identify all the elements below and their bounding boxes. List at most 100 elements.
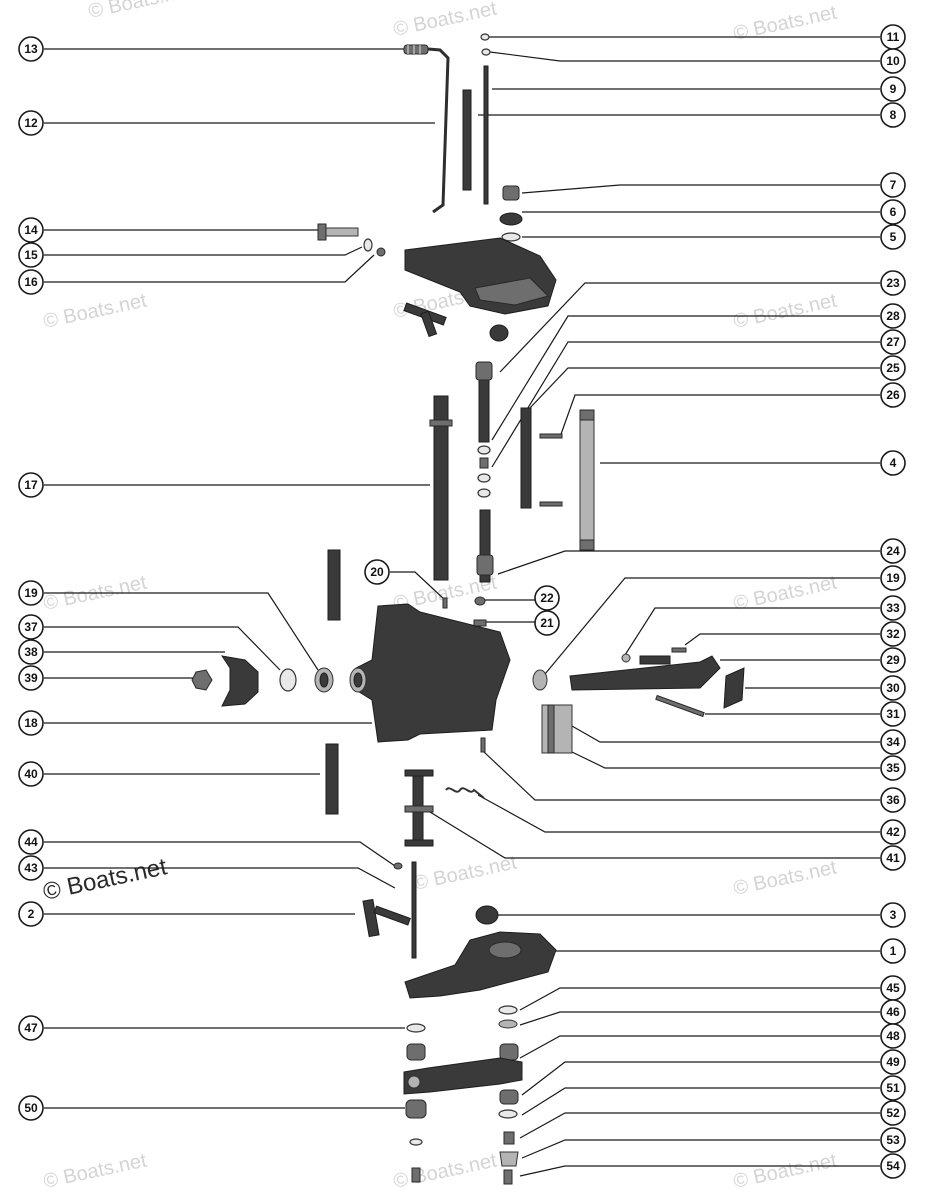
- callout-number: 34: [886, 735, 900, 749]
- callout-circle: [364, 559, 390, 585]
- leader-54: [519, 1165, 880, 1177]
- callout-circle: [880, 102, 906, 128]
- screw-32: [671, 647, 687, 653]
- bushing-right-upper: [499, 1043, 519, 1061]
- leader-27: [491, 341, 880, 468]
- callout-43: 43: [18, 855, 44, 881]
- watermarks: © Boats.net © Boats.net © Boats.net © Bo…: [41, 0, 839, 1193]
- callout-number: 20: [370, 565, 384, 579]
- callout-circle: [880, 382, 906, 408]
- washer-10: [481, 48, 491, 56]
- callout-circle: [880, 1153, 906, 1179]
- callout-circle: [18, 580, 44, 606]
- callout-circle: [880, 48, 906, 74]
- callout-circle: [534, 610, 560, 636]
- callout-circle: [18, 761, 44, 787]
- pin-36: [480, 737, 486, 753]
- leader-20: [390, 571, 446, 601]
- callout-circle: [880, 902, 906, 928]
- callout-26: 26: [880, 382, 906, 408]
- callout-circle: [880, 1100, 906, 1126]
- watermark: © Boats.net: [731, 1149, 839, 1192]
- swivel-bracket-18: [355, 603, 511, 743]
- washer-5: [501, 232, 521, 242]
- callout-46: 46: [880, 999, 906, 1025]
- callout-31: 31: [880, 701, 906, 727]
- callout-28: 28: [880, 303, 906, 329]
- callout-circle: [880, 1127, 906, 1153]
- leader-16: [44, 254, 375, 283]
- callout-10: 10: [880, 48, 906, 74]
- callout-number: 41: [886, 851, 900, 865]
- callout-circle: [18, 855, 44, 881]
- callout-number: 37: [24, 620, 38, 634]
- callout-number: 45: [886, 981, 900, 995]
- rod-8: [462, 89, 472, 191]
- parts: [191, 33, 745, 1185]
- fitting-21: [473, 619, 487, 627]
- leader-53: [521, 1139, 880, 1159]
- washer-46: [498, 1019, 518, 1029]
- callout-number: 19: [24, 586, 38, 600]
- callout-number: 1: [890, 944, 897, 958]
- rod-9: [483, 65, 489, 205]
- pin-upper: [327, 549, 341, 621]
- callout-17: 17: [18, 472, 44, 498]
- callout-circle: [880, 938, 906, 964]
- callout-circle: [18, 1095, 44, 1121]
- callout-circle: [880, 1023, 906, 1049]
- tie-bar-48: [403, 1057, 523, 1095]
- callout-circle: [880, 76, 906, 102]
- washer-11: [480, 33, 490, 41]
- callout-circle: [534, 585, 560, 611]
- callout-circle: [880, 172, 906, 198]
- callout-number: 28: [886, 309, 900, 323]
- leader-41: [429, 811, 880, 859]
- callout-number: 16: [24, 275, 38, 289]
- callout-24: 24: [880, 538, 906, 564]
- callout-number: 31: [886, 707, 900, 721]
- callout-number: 5: [890, 230, 897, 244]
- watermark: © Boats.net: [731, 856, 839, 899]
- callout-52: 52: [880, 1100, 906, 1126]
- callout-1: 1: [880, 938, 906, 964]
- bushing-7: [502, 185, 520, 201]
- callout-42: 42: [880, 819, 906, 845]
- sleeve-34: [541, 704, 573, 754]
- callout-21: 21: [534, 610, 560, 636]
- callout-54: 54: [880, 1153, 906, 1179]
- callout-number: 27: [886, 335, 900, 349]
- leader-35: [571, 751, 880, 769]
- callout-7: 7: [880, 172, 906, 198]
- callout-23: 23: [880, 270, 906, 296]
- callout-number: 53: [886, 1133, 900, 1147]
- callout-number: 12: [24, 116, 38, 130]
- callout-circle: [18, 217, 44, 243]
- callout-33: 33: [880, 595, 906, 621]
- callout-circle: [18, 242, 44, 268]
- pin-40: [325, 743, 339, 815]
- washer-6: [499, 212, 523, 226]
- callout-3: 3: [880, 902, 906, 928]
- callout-number: 54: [886, 1159, 900, 1173]
- callout-circle: [18, 665, 44, 691]
- callout-circle: [880, 355, 906, 381]
- callout-circle: [18, 1015, 44, 1041]
- washer-45: [498, 1005, 518, 1015]
- callout-circle: [880, 538, 906, 564]
- leader-15: [44, 246, 363, 256]
- callout-number: 9: [890, 82, 897, 96]
- callout-19: 19: [18, 580, 44, 606]
- callout-5: 5: [880, 224, 906, 250]
- callout-number: 4: [890, 456, 897, 470]
- coil-30: [723, 667, 745, 709]
- callout-circle: [880, 621, 906, 647]
- spring-and-rod-assembly: [403, 44, 450, 214]
- callout-circle: [880, 224, 906, 250]
- callout-circle: [880, 755, 906, 781]
- washer-51: [498, 1109, 518, 1119]
- callout-number: 35: [886, 761, 900, 775]
- callout-circle: [880, 845, 906, 871]
- screw-54: [503, 1169, 513, 1185]
- callout-circle: [18, 472, 44, 498]
